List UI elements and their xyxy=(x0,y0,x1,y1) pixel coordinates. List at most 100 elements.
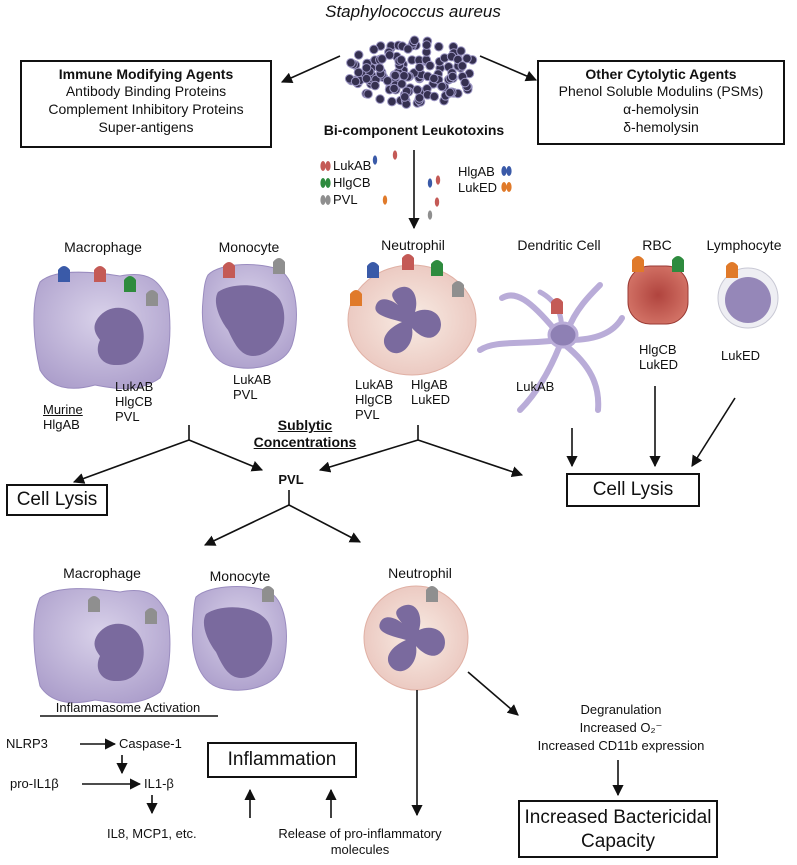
toxin-item: HlgCB xyxy=(639,342,677,357)
rbc-toxins: HlgCB LukED xyxy=(639,342,678,372)
bactericidal-line: Capacity xyxy=(581,831,655,852)
sublytic-line: Concentrations xyxy=(253,434,357,450)
toxin-item: PVL xyxy=(233,387,258,402)
receptor xyxy=(726,262,738,278)
bacteria-cluster xyxy=(344,35,478,109)
bacterium xyxy=(453,54,463,65)
bacterium xyxy=(350,76,361,87)
toxin-particle xyxy=(427,178,433,188)
cytolytic-box-title: Other Cytolytic Agents xyxy=(585,66,737,82)
macrophage-label: Macrophage xyxy=(64,239,142,255)
neutrophil-top xyxy=(347,264,477,376)
bacterium xyxy=(375,94,385,104)
receptor xyxy=(88,596,100,612)
bacterium xyxy=(400,92,410,102)
toxin-item: LukAB xyxy=(355,377,394,392)
neutrophil-effects: Degranulation Increased O₂⁻ Increased CD… xyxy=(538,701,705,755)
release-label: Release of pro-inflammatory molecules xyxy=(278,826,441,858)
effect-line: Degranulation xyxy=(580,702,662,717)
pvl-swatch xyxy=(320,195,331,205)
neutrophil-toxins-a: LukAB HlgCB PVL xyxy=(355,377,393,422)
legend-hlgcb: HlgCB xyxy=(333,175,371,190)
bacterium xyxy=(396,55,407,65)
receptor xyxy=(124,276,136,292)
legend-lukab: LukAB xyxy=(333,158,372,173)
il8-label: IL8, MCP1, etc. xyxy=(107,826,197,841)
cell-lysis-right: Cell Lysis xyxy=(566,473,700,507)
dendritic-toxins: LukAB xyxy=(516,379,555,394)
bacterium xyxy=(437,81,447,92)
bacterium xyxy=(414,62,425,73)
legend-luked: LukED xyxy=(458,180,498,195)
bacterium xyxy=(363,89,373,99)
bacterium xyxy=(369,44,379,55)
toxin-particle xyxy=(435,175,441,185)
cytolytic-agents-box: Other Cytolytic Agents Phenol Soluble Mo… xyxy=(537,60,785,145)
neutrophil-label: Neutrophil xyxy=(381,237,445,253)
bacterium xyxy=(447,71,458,82)
monocyte-bottom-label: Monocyte xyxy=(209,568,271,584)
effect-line: Increased CD11b expression xyxy=(537,738,705,753)
receptors-bottom xyxy=(88,586,438,624)
toxin-item: LukAB xyxy=(115,379,154,394)
bacterium xyxy=(377,54,387,64)
macrophage-top xyxy=(33,271,171,390)
bacterium xyxy=(370,80,380,91)
dendritic-cell xyxy=(477,282,625,413)
caspase-label: Caspase-1 xyxy=(119,736,182,751)
monocyte-toxins: LukAB PVL xyxy=(233,372,271,402)
toxin-particle xyxy=(427,210,433,220)
macrophage-bottom-label: Macrophage xyxy=(63,565,141,581)
bacterium xyxy=(374,63,385,73)
lymphocyte-label: Lymphocyte xyxy=(706,237,782,253)
toxin-item: LukAB xyxy=(233,372,272,387)
bacterium xyxy=(445,87,455,98)
monocyte-label: Monocyte xyxy=(218,239,280,255)
organism-title: Staphylococcus aureus xyxy=(325,2,501,21)
toxin-item: LukED xyxy=(411,392,451,407)
bacterium xyxy=(397,79,407,89)
lukab-swatch xyxy=(320,161,331,171)
legend-hlgab: HlgAB xyxy=(458,164,495,179)
monocyte-bottom xyxy=(191,586,287,691)
top-arrows xyxy=(280,55,538,230)
toxin-scatter xyxy=(372,150,441,220)
bacterium xyxy=(429,73,439,84)
sublytic-line: Sublytic xyxy=(277,417,333,433)
receptors-top xyxy=(58,254,738,314)
toxin-item: HlgAB xyxy=(411,377,448,392)
bacterium xyxy=(460,77,470,88)
receptor xyxy=(262,586,274,602)
receptor xyxy=(632,256,644,272)
cytolytic-box-line: δ-hemolysin xyxy=(623,119,699,135)
rbc-label: RBC xyxy=(642,237,672,253)
bottom-arrows xyxy=(40,671,624,818)
toxin-item: PVL xyxy=(355,407,380,422)
cytolytic-box-line: α-hemolysin xyxy=(623,101,699,117)
pro-il1b-label: pro-IL1β xyxy=(10,776,59,791)
rbc xyxy=(627,265,689,325)
sublytic-concentrations-label: Sublytic Concentrations xyxy=(254,417,357,451)
bacterium xyxy=(390,70,401,81)
bacterium xyxy=(353,50,364,60)
bacterium xyxy=(353,67,364,78)
bacterium xyxy=(384,50,395,60)
bacterium xyxy=(346,58,356,68)
bacterium xyxy=(382,76,393,86)
il1b-label: IL1-β xyxy=(144,776,174,791)
toxin-item: LukED xyxy=(639,357,679,372)
dendritic-cell-label: Dendritic Cell xyxy=(517,237,601,253)
cell-lysis-left: Cell Lysis xyxy=(6,484,108,516)
lymphocyte-top xyxy=(717,267,779,329)
bacterium xyxy=(412,85,423,95)
inflammation-box: Inflammation xyxy=(207,742,357,778)
bacterium xyxy=(457,61,468,71)
toxin-particle xyxy=(372,155,378,165)
bacterium xyxy=(409,35,420,46)
toxin-item: HlgCB xyxy=(115,394,153,409)
pvl-label: PVL xyxy=(278,472,304,487)
bacterium xyxy=(434,41,444,52)
receptor xyxy=(402,254,414,270)
lysis-branches xyxy=(72,386,736,546)
bactericidal-line: Increased Bactericidal xyxy=(524,807,712,828)
